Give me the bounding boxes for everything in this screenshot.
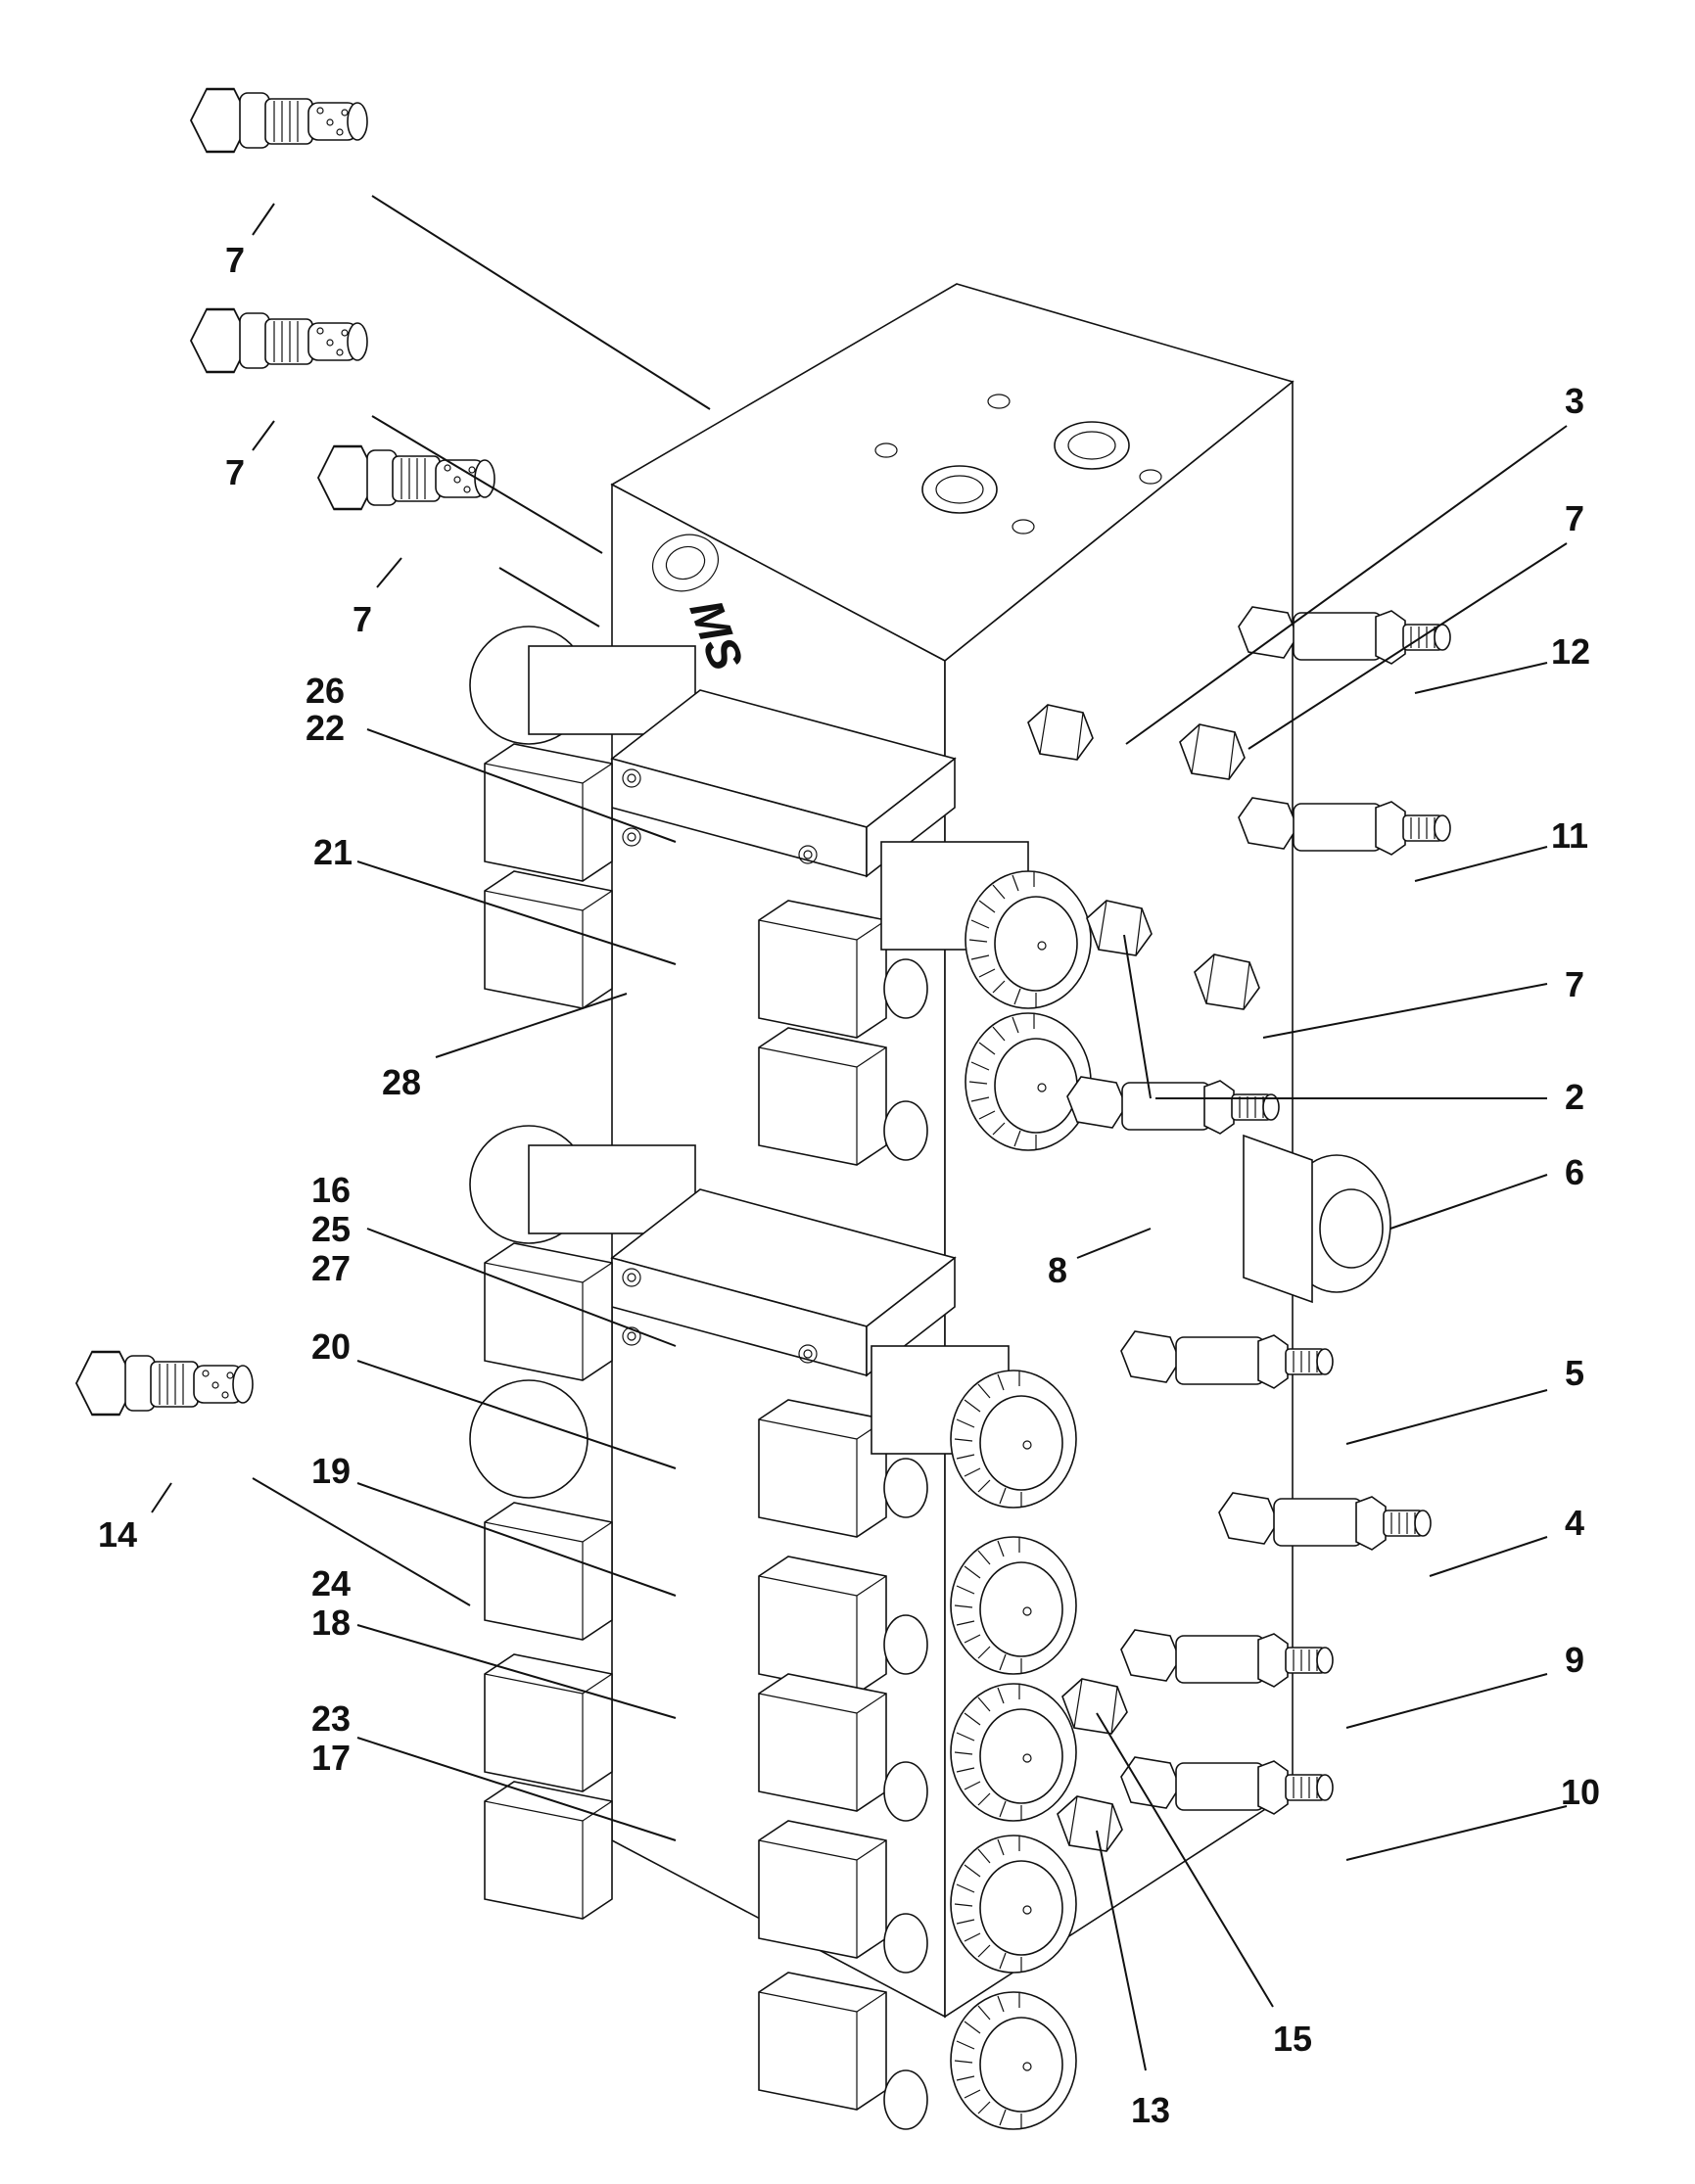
callout-28: 28 bbox=[382, 1062, 421, 1102]
relief-valve-12 bbox=[1238, 606, 1451, 665]
callout-23: 23 bbox=[311, 1698, 351, 1739]
port-large-2 bbox=[1054, 421, 1130, 470]
callout-3: 3 bbox=[1565, 381, 1584, 421]
port-large-1 bbox=[921, 465, 998, 514]
callout-24: 24 bbox=[311, 1563, 351, 1603]
relief-valve-4 bbox=[1218, 1492, 1432, 1551]
callout-12: 12 bbox=[1551, 631, 1590, 672]
callout-8: 8 bbox=[1048, 1250, 1067, 1290]
leader-lines bbox=[151, 195, 1568, 2071]
callout-11: 11 bbox=[1551, 815, 1588, 856]
relief-valve-5 bbox=[1120, 1330, 1334, 1389]
callout-7-b: 7 bbox=[225, 452, 245, 492]
relief-valve-11 bbox=[1238, 797, 1451, 856]
callout-6: 6 bbox=[1565, 1152, 1584, 1192]
cartridge-valve-7c bbox=[317, 445, 495, 510]
callout-2: 2 bbox=[1565, 1077, 1584, 1117]
callout-13: 13 bbox=[1131, 2090, 1170, 2130]
callout-9: 9 bbox=[1565, 1640, 1584, 1680]
callout-21: 21 bbox=[313, 832, 353, 872]
solenoid-valve-upper bbox=[469, 626, 1092, 1166]
valve-6 bbox=[1243, 1134, 1391, 1304]
callout-10: 10 bbox=[1561, 1772, 1600, 1812]
cartridge-valve-7b bbox=[190, 308, 368, 373]
callout-17: 17 bbox=[311, 1738, 351, 1778]
callout-7-e: 7 bbox=[1565, 964, 1584, 1004]
callout-22: 22 bbox=[306, 708, 345, 748]
callout-7-c: 7 bbox=[353, 599, 372, 639]
callout-27: 27 bbox=[311, 1248, 351, 1288]
solenoid-valve-lower bbox=[469, 1125, 1077, 2130]
callout-20: 20 bbox=[311, 1326, 351, 1367]
callout-5: 5 bbox=[1565, 1353, 1584, 1393]
callout-16: 16 bbox=[311, 1170, 351, 1210]
callout-4: 4 bbox=[1565, 1503, 1584, 1543]
callout-14: 14 bbox=[98, 1514, 137, 1555]
callout-15: 15 bbox=[1273, 2019, 1312, 2059]
callout-26: 26 bbox=[306, 671, 345, 711]
callout-18: 18 bbox=[311, 1603, 351, 1643]
callout-7-d: 7 bbox=[1565, 498, 1584, 538]
callout-labels: 7 7 7 26 22 21 28 16 25 27 20 19 14 24 1… bbox=[98, 240, 1600, 2130]
callout-7-a: 7 bbox=[225, 240, 245, 280]
cartridge-valve-14 bbox=[75, 1351, 254, 1416]
relief-valve-9 bbox=[1120, 1629, 1334, 1688]
cartridge-valve-7a bbox=[190, 88, 368, 153]
callout-25: 25 bbox=[311, 1209, 351, 1249]
callout-19: 19 bbox=[311, 1451, 351, 1491]
